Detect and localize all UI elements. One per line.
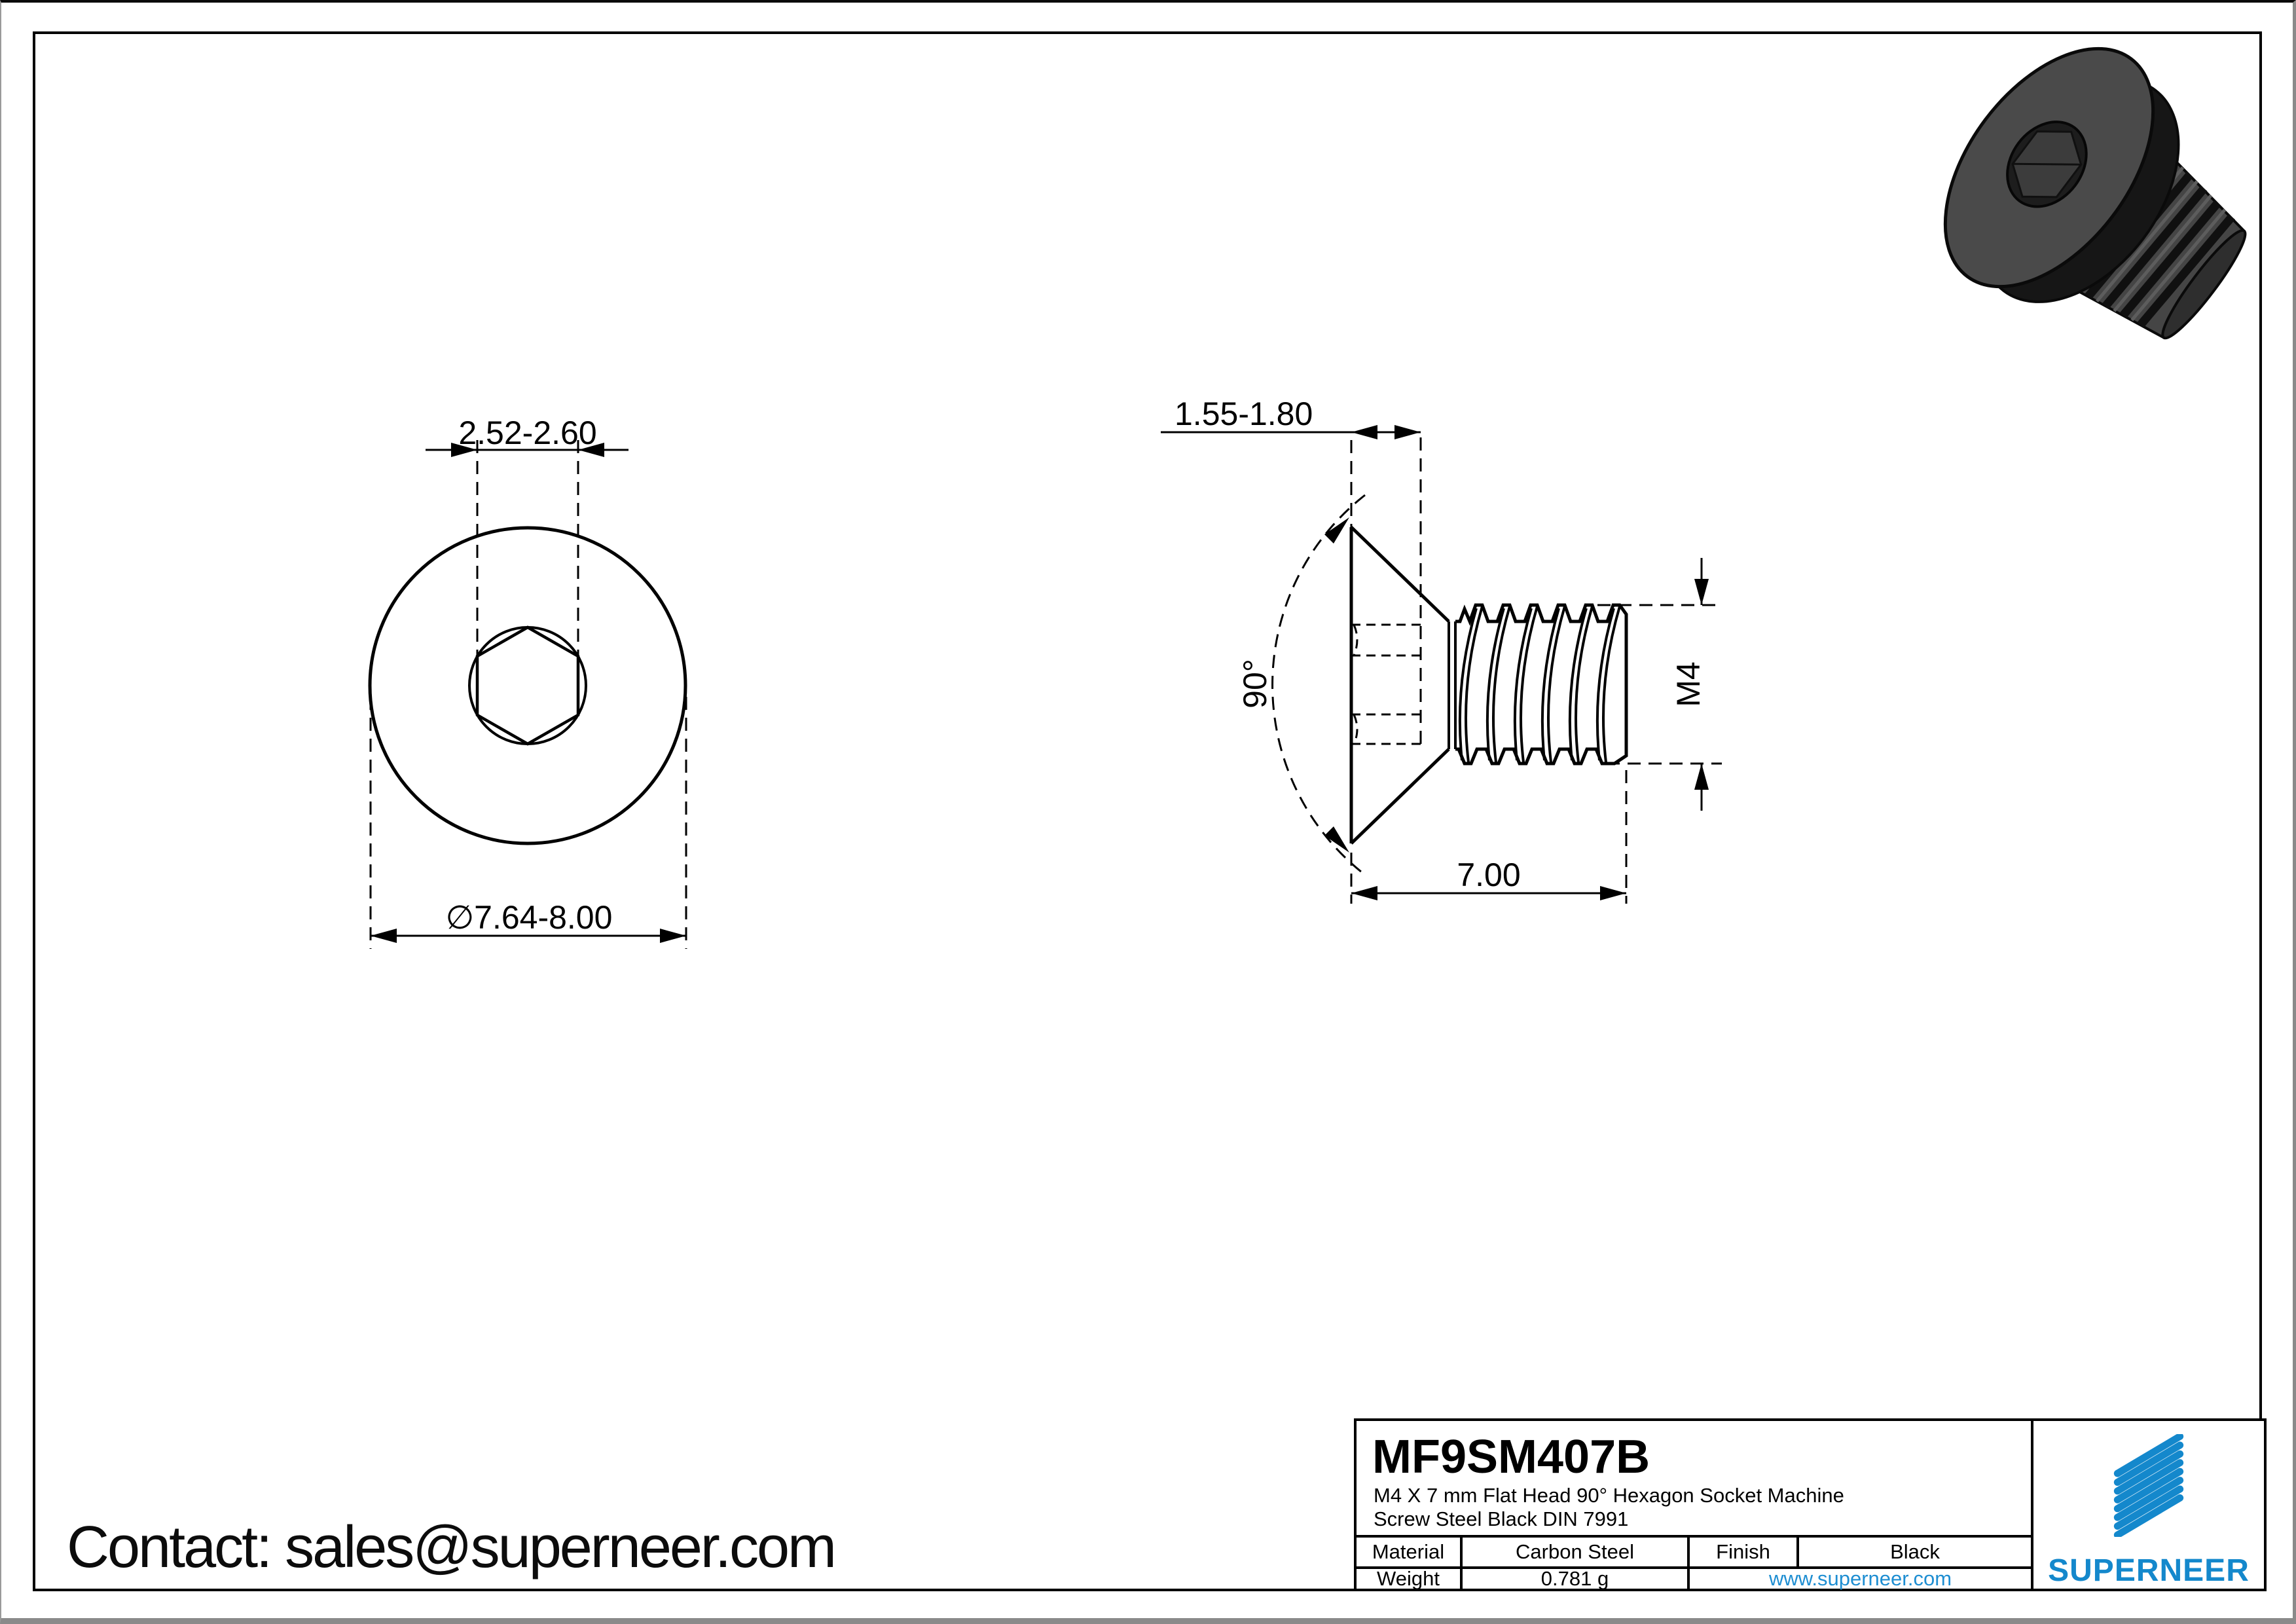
head-height-dim-text: 1.55-1.80: [1175, 396, 1313, 432]
countersink-angle-text: 90°: [1237, 659, 1273, 709]
weight-website-row: Weight 0.781 g www.superneer.com: [1357, 1566, 2031, 1590]
arrow-down-icon: [1694, 579, 1709, 605]
screw-3d-render: [1943, 46, 2247, 340]
technical-drawing: 2.52-2.60 ∅7.64-8.00: [368, 46, 2247, 949]
front-view: 2.52-2.60 ∅7.64-8.00: [368, 415, 687, 949]
thread-size-dimension: [1597, 558, 1722, 811]
countersink-angle-dimension: [1271, 494, 1366, 876]
arrow-left-icon: [1351, 425, 1377, 439]
finish-value: Black: [1890, 1540, 1940, 1563]
socket-circle: [468, 626, 587, 745]
sheet-border-frame: [33, 31, 2262, 1591]
thread-size-dim-text: M4: [1670, 661, 1707, 707]
arrow-right-icon: [578, 443, 604, 457]
head-diameter-dimension: [369, 697, 687, 949]
brand-stripes-icon: [2113, 1434, 2184, 1537]
arrow-left-icon: [1351, 886, 1377, 900]
material-label: Material: [1357, 1538, 1463, 1566]
contact-line: Contact: sales@superneer.com: [67, 1515, 837, 1580]
website-cell: www.superneer.com: [1690, 1567, 2031, 1590]
length-dimension: [1350, 770, 1628, 904]
arrow-right-icon: [660, 929, 686, 943]
hex-socket: [475, 625, 580, 746]
title-block-left: MF9SM407B M4 X 7 mm Flat Head 90° Hexago…: [1357, 1421, 2033, 1590]
screw-head-profile: [1349, 526, 1457, 845]
thread-helix-lines: [1458, 606, 1621, 763]
arrow-up-icon: [1324, 517, 1349, 544]
part-number: MF9SM407B: [1372, 1431, 1650, 1483]
arrow-right-icon: [1394, 425, 1421, 439]
hidden-socket-lines: [1351, 623, 1421, 745]
material-finish-row: Material Carbon Steel Finish Black: [1357, 1535, 2031, 1566]
head-outline-circle: [368, 526, 687, 845]
weight-value: 0.781 g: [1463, 1567, 1690, 1590]
socket-width-dimension: [426, 440, 629, 658]
arrow-right-icon: [1600, 886, 1626, 900]
weight-label: Weight: [1357, 1567, 1463, 1590]
part-description-line1: M4 X 7 mm Flat Head 90° Hexagon Socket M…: [1374, 1484, 1844, 1507]
length-dim-text: 7.00: [1457, 857, 1520, 893]
arrow-left-icon: [451, 443, 477, 457]
thread-outline: [1455, 603, 1628, 766]
brand-name: SUPERNEER: [2048, 1553, 2250, 1588]
side-view: 1.55-1.80 90° M4: [1161, 396, 1722, 904]
part-description: M4 X 7 mm Flat Head 90° Hexagon Socket M…: [1374, 1484, 1844, 1531]
arrow-up-icon: [1694, 764, 1709, 790]
part-info: MF9SM407B M4 X 7 mm Flat Head 90° Hexago…: [1357, 1421, 2031, 1535]
title-block: MF9SM407B M4 X 7 mm Flat Head 90° Hexago…: [1354, 1418, 2267, 1591]
material-value: Carbon Steel: [1463, 1538, 1690, 1566]
website-link[interactable]: www.superneer.com: [1768, 1567, 1952, 1590]
brand-logo-cell: SUPERNEER: [2033, 1421, 2264, 1589]
socket-width-dim-text: 2.52-2.60: [458, 415, 596, 451]
arrow-down-icon: [1324, 826, 1349, 853]
head-height-dimension: [1161, 425, 1422, 744]
head-diameter-dim-text: ∅7.64-8.00: [446, 899, 613, 936]
part-description-line2: Screw Steel Black DIN 7991: [1374, 1507, 1629, 1530]
arrow-left-icon: [371, 929, 397, 943]
finish-label: Finish: [1690, 1538, 1799, 1566]
